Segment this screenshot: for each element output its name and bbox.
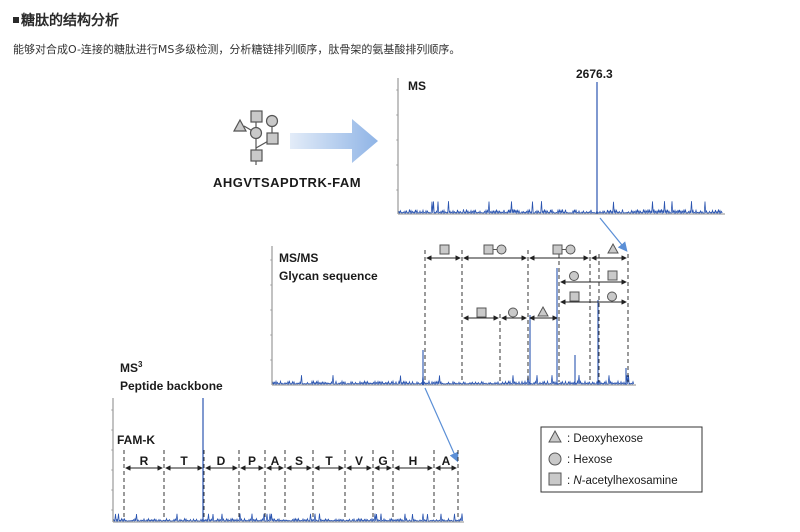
residue-label: T xyxy=(180,454,188,468)
hexnac-icon xyxy=(552,244,563,255)
section-intro: 能够对合成O-连接的糖肽进行MS多级检测，分析糖链排列顺序，肽骨架的氨基酸排列顺… xyxy=(13,43,461,56)
residue-label: H xyxy=(409,454,418,468)
ms2-label: MS/MS xyxy=(279,251,318,265)
title-bullet-icon xyxy=(13,17,19,23)
glycan-hexose-icon xyxy=(265,114,279,128)
ms-label: MS xyxy=(408,79,426,93)
section-title: 糖肽的结构分析 xyxy=(13,10,119,30)
ms2-sublabel: Glycan sequence xyxy=(279,269,378,283)
peptide-sequence: AHGVTSAPDTRK-FAM xyxy=(213,175,361,190)
hexose-icon xyxy=(508,307,518,318)
legend-hexnac-italic: N xyxy=(573,475,582,487)
legend-hexose-icon xyxy=(548,452,562,466)
ms3-label: MS3 xyxy=(120,360,143,375)
residue-label: A xyxy=(271,454,280,468)
legend-hexnac-label: : N-acetylhexosamine xyxy=(567,475,678,487)
legend-hexose-label: : Hexose xyxy=(567,454,612,466)
hexose-icon xyxy=(565,244,576,255)
glycan-hexnac-icon xyxy=(266,132,279,145)
ms-spectrum: MS 2676.3 xyxy=(396,67,725,215)
glycan-structure xyxy=(232,110,279,165)
ms3-label-sup: 3 xyxy=(138,360,143,369)
section-title-text: 糖肽的结构分析 xyxy=(21,13,119,29)
residue-label: V xyxy=(355,454,363,468)
deoxyhexose-icon xyxy=(537,305,549,317)
deoxyhexose-icon xyxy=(607,242,619,254)
residue-label: S xyxy=(295,454,303,468)
ms-peak-value: 2676.3 xyxy=(576,67,613,81)
legend-deoxyhexose-label: : Deoxyhexose xyxy=(567,433,643,445)
legend-hexnac-prefix: : xyxy=(567,475,573,487)
residue-label: R xyxy=(140,454,149,468)
hexnac-icon xyxy=(483,244,494,255)
residue-label: P xyxy=(248,454,256,468)
legend: : Deoxyhexose : Hexose : N-acetylhexosam… xyxy=(540,426,703,493)
ms2-spectrum: MS/MS Glycan sequence xyxy=(270,242,636,386)
residue-label: D xyxy=(217,454,226,468)
hexnac-icon xyxy=(569,291,580,302)
glycan-deoxyhexose-icon xyxy=(232,118,248,132)
ms3-spectrum: R T D P A S T V G H A FAM-K MS3 Peptide … xyxy=(111,360,464,523)
transition-arrow-icon xyxy=(290,119,378,163)
fam-label: FAM-K xyxy=(117,433,155,447)
hexose-icon xyxy=(569,271,579,281)
ms3-sublabel: Peptide backbone xyxy=(120,379,223,393)
hexnac-icon xyxy=(439,244,450,255)
hexnac-icon xyxy=(607,270,618,281)
residue-label: A xyxy=(442,454,451,468)
residue-label: T xyxy=(325,454,333,468)
ms2-to-ms3-arrow xyxy=(424,387,459,463)
hexnac-icon xyxy=(476,307,487,318)
legend-hexnac-rest: -acetylhexosamine xyxy=(582,475,678,487)
residue-label: G xyxy=(378,454,387,468)
hexose-icon xyxy=(496,244,507,255)
ms3-label-text: MS xyxy=(120,361,138,375)
hexose-icon xyxy=(607,291,617,302)
glycan-hexnac-icon xyxy=(250,110,263,123)
legend-hexnac-icon xyxy=(548,472,562,486)
glycan-hexose-icon xyxy=(249,126,263,140)
glycan-hexnac-icon xyxy=(250,149,263,162)
legend-deoxyhexose-icon xyxy=(548,429,562,443)
ms-to-ms2-arrow xyxy=(599,217,628,252)
